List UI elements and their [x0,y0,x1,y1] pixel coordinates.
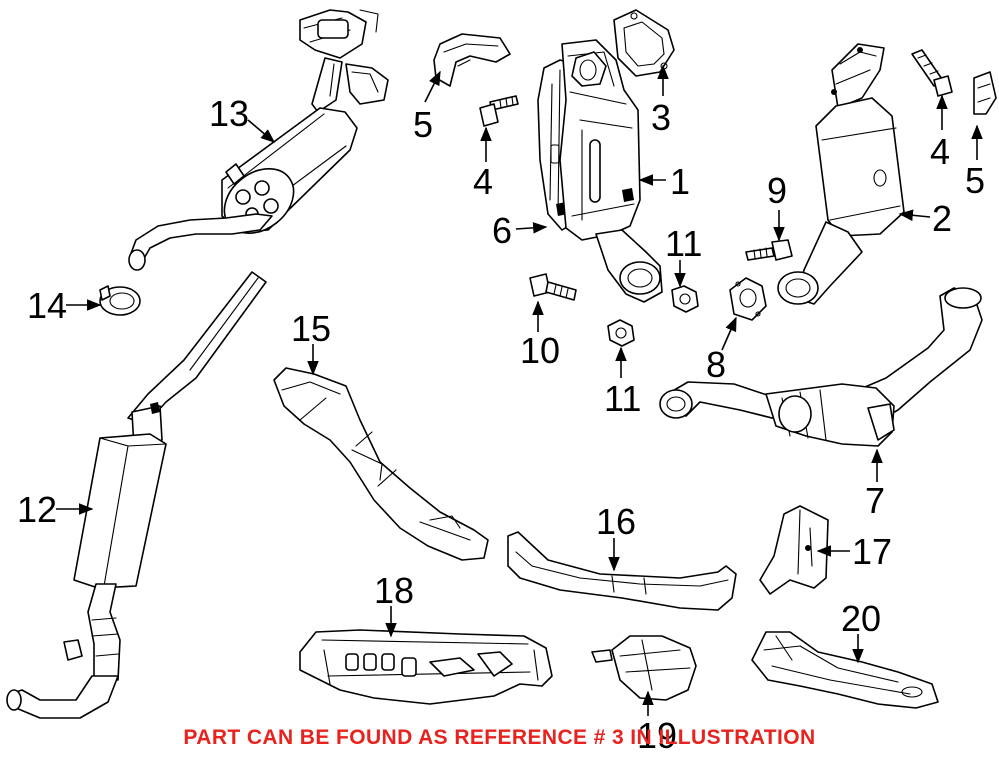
part-10-bolt-icon[interactable] [529,273,577,301]
callout-label: 20 [841,598,881,639]
part-13-muffler-icon[interactable] [128,9,389,271]
callout-label: 16 [596,501,636,542]
callout-label: 4 [473,161,493,202]
callout-label: 6 [492,210,512,251]
part-12-resonator-icon[interactable] [6,271,267,719]
part-9-bolt-icon[interactable] [745,239,793,261]
callout-label: 9 [767,170,787,211]
callout-label: 12 [17,489,57,530]
part-20-heat-shield-icon[interactable] [751,631,939,709]
part-11-nut-icon[interactable] [671,285,699,313]
part-14-clamp-icon[interactable] [99,285,141,316]
callout-label: 14 [27,285,67,326]
callout-label: 11 [604,378,641,419]
callout-label: 19 [637,715,677,756]
callout-label: 11 [665,223,702,264]
part-4-stud-icon[interactable] [479,95,519,127]
part-5-heat-shield-icon-right[interactable] [973,71,997,115]
leader-arrows [56,64,983,716]
part-11-nut-icon-lower[interactable] [607,319,635,347]
callout-label: 2 [932,198,952,239]
callout-label: 15 [291,308,331,349]
callout-label: 10 [520,330,560,371]
part-15-heat-shield-icon[interactable] [273,367,489,561]
callout-labels: 1 2 3 4 4 5 5 6 7 8 9 10 11 11 12 13 14 … [17,93,985,756]
part-1-catalytic-converter-icon[interactable] [559,39,663,303]
part-7-crossover-pipe-icon[interactable] [659,287,983,447]
callout-label: 7 [865,480,885,521]
callout-label: 13 [209,93,249,134]
callout-label: 17 [852,531,892,572]
part-18-heat-shield-icon[interactable] [299,629,553,705]
callout-label: 3 [651,97,671,138]
part-19-heat-shield-icon[interactable] [591,635,697,701]
part-4-stud-icon-right[interactable] [911,49,953,97]
part-16-heat-shield-icon[interactable] [507,531,737,611]
part-8-gasket-icon[interactable] [729,277,767,321]
callout-label: 1 [670,161,690,202]
callout-label: 5 [413,104,433,145]
callout-label: 5 [965,160,985,201]
reference-notice: PART CAN BE FOUND AS REFERENCE # 3 IN IL… [183,726,816,749]
part-5-heat-shield-icon[interactable] [433,33,511,87]
part-2-catalytic-converter-icon[interactable] [777,43,905,305]
callout-label: 8 [706,344,726,385]
callout-label: 4 [930,131,950,172]
callout-label: 18 [374,570,414,611]
part-17-bracket-icon[interactable] [759,505,829,595]
part-3-gasket-icon[interactable] [613,9,675,77]
